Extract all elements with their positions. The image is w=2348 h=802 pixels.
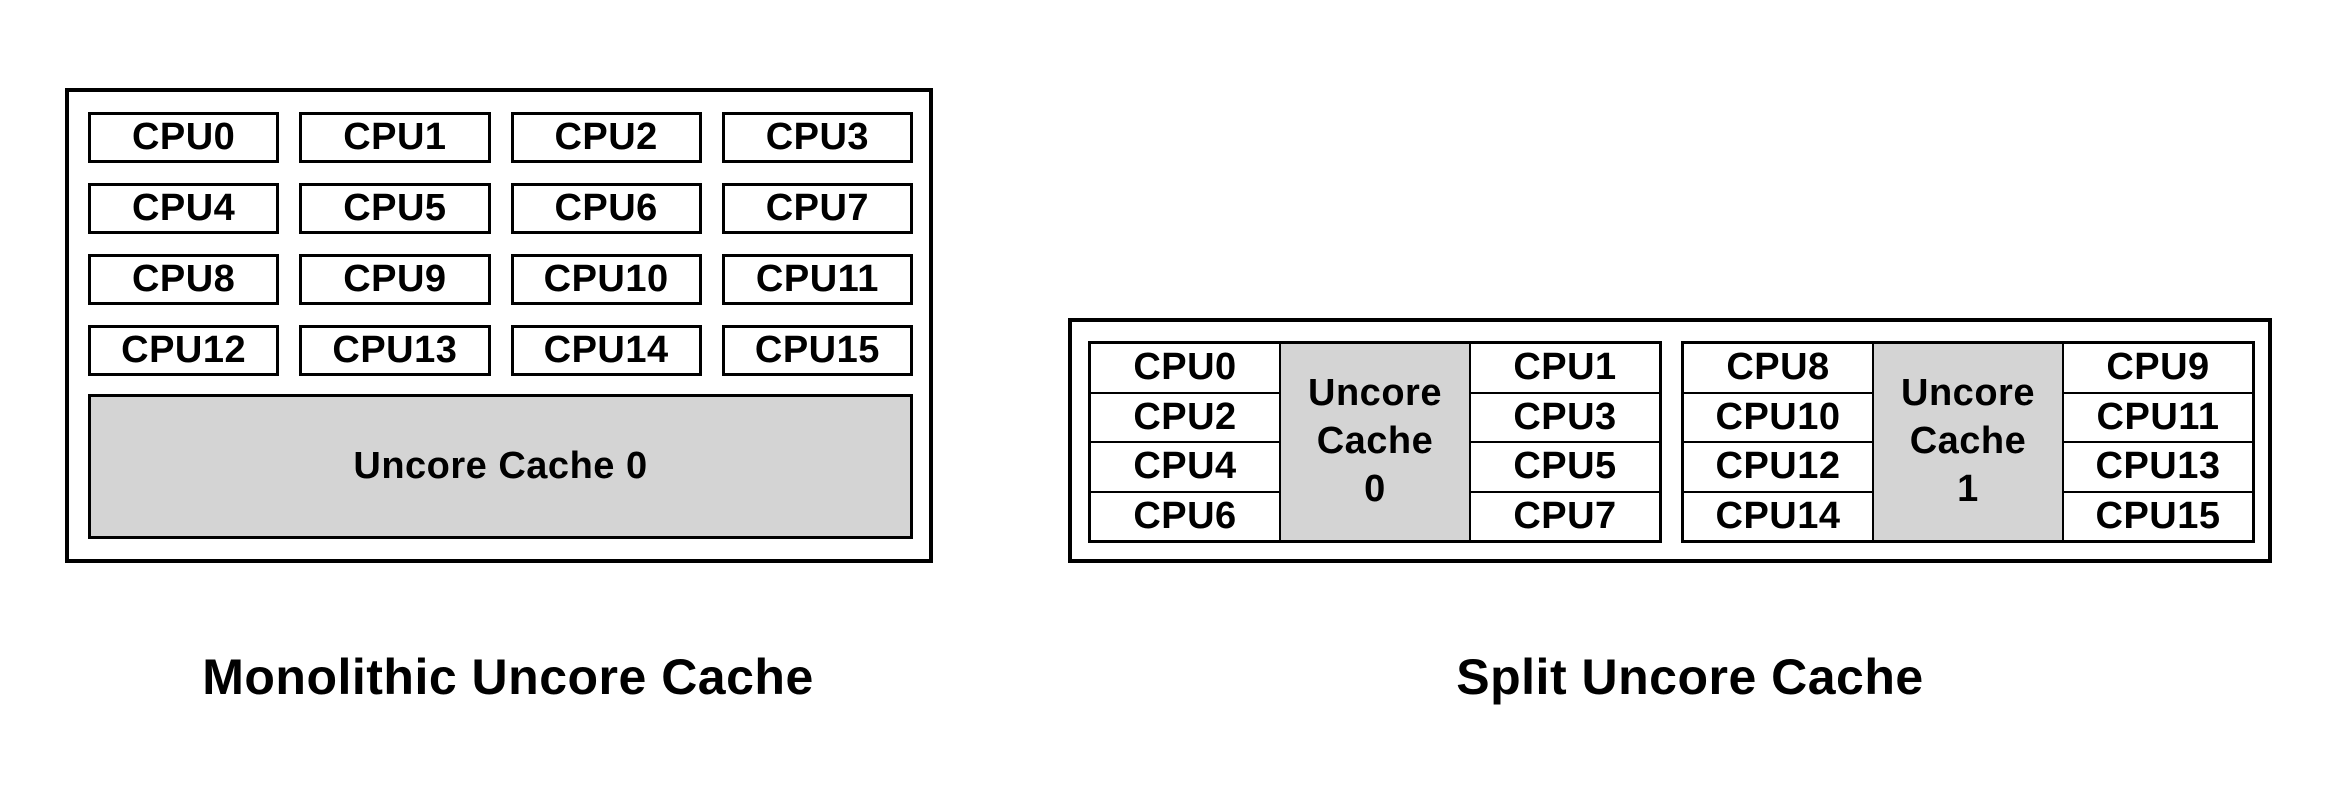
- cpu-box: CPU15: [721, 325, 913, 376]
- monolithic-diagram: CPU0 CPU1 CPU2 CPU3 CPU4 CPU5 CPU6 CPU7 …: [65, 88, 933, 563]
- uncore-cache-box: Uncore Cache 0: [88, 394, 913, 539]
- cpu-cell: CPU11: [2064, 393, 2252, 441]
- cpu-box: CPU7: [721, 183, 913, 234]
- uncore-cache-cell: Uncore Cache 0: [1281, 344, 1469, 540]
- cpu-box: CPU3: [721, 112, 913, 163]
- uncore-cache-line: Cache: [1909, 420, 2027, 463]
- cpu-cell: CPU9: [2064, 344, 2252, 392]
- cpu-box: CPU12: [88, 325, 280, 376]
- split-cluster-0: CPU0 CPU2 CPU4 CPU6 Uncore Cache 0 CPU1 …: [1088, 341, 1662, 543]
- split-cluster-1: CPU8 CPU10 CPU12 CPU14 Uncore Cache 1 CP…: [1681, 341, 2255, 543]
- cpu-cell: CPU5: [1471, 443, 1659, 491]
- cpu-cell: CPU15: [2064, 492, 2252, 540]
- cpu-box: CPU6: [510, 183, 702, 234]
- cpu-cell: CPU6: [1091, 492, 1279, 540]
- cpu-box: CPU14: [510, 325, 702, 376]
- cpu-cell: CPU7: [1471, 492, 1659, 540]
- cpu-cell: CPU0: [1091, 344, 1279, 392]
- cpu-box: CPU0: [88, 112, 280, 163]
- uncore-cache-column: Uncore Cache 1: [1874, 344, 2062, 540]
- cpu-column: CPU0 CPU2 CPU4 CPU6: [1091, 344, 1279, 540]
- cpu-box: CPU9: [299, 254, 491, 305]
- cpu-box: CPU5: [299, 183, 491, 234]
- cpu-box: CPU10: [510, 254, 702, 305]
- cpu-cell: CPU3: [1471, 393, 1659, 441]
- cpu-column: CPU8 CPU10 CPU12 CPU14: [1684, 344, 1872, 540]
- uncore-cache-line: Uncore: [1308, 372, 1442, 415]
- cpu-cell: CPU13: [2064, 443, 2252, 491]
- cpu-cell: CPU10: [1684, 393, 1872, 441]
- cpu-column: CPU1 CPU3 CPU5 CPU7: [1471, 344, 1659, 540]
- cpu-box: CPU11: [721, 254, 913, 305]
- cpu-column: CPU9 CPU11 CPU13 CPU15: [2064, 344, 2252, 540]
- cpu-box: CPU8: [88, 254, 280, 305]
- uncore-cache-line: Cache: [1316, 420, 1434, 463]
- cpu-box: CPU2: [510, 112, 702, 163]
- cpu-cell: CPU2: [1091, 393, 1279, 441]
- uncore-cache-cell: Uncore Cache 1: [1874, 344, 2062, 540]
- cpu-cell: CPU8: [1684, 344, 1872, 392]
- uncore-cache-line: 1: [1957, 467, 1979, 510]
- cpu-box: CPU1: [299, 112, 491, 163]
- cpu-cell: CPU12: [1684, 443, 1872, 491]
- cpu-cell: CPU4: [1091, 443, 1279, 491]
- cpu-box: CPU4: [88, 183, 280, 234]
- monolithic-diagram-title: Monolithic Uncore Cache: [202, 649, 814, 705]
- uncore-cache-line: 0: [1364, 467, 1386, 510]
- cpu-cell: CPU1: [1471, 344, 1659, 392]
- cpu-grid: CPU0 CPU1 CPU2 CPU3 CPU4 CPU5 CPU6 CPU7 …: [88, 112, 913, 376]
- split-diagram: CPU0 CPU2 CPU4 CPU6 Uncore Cache 0 CPU1 …: [1068, 318, 2272, 563]
- uncore-cache-column: Uncore Cache 0: [1281, 344, 1469, 540]
- uncore-cache-line: Uncore: [1901, 372, 2035, 415]
- split-diagram-title: Split Uncore Cache: [1456, 649, 1924, 705]
- cpu-cell: CPU14: [1684, 492, 1872, 540]
- cpu-box: CPU13: [299, 325, 491, 376]
